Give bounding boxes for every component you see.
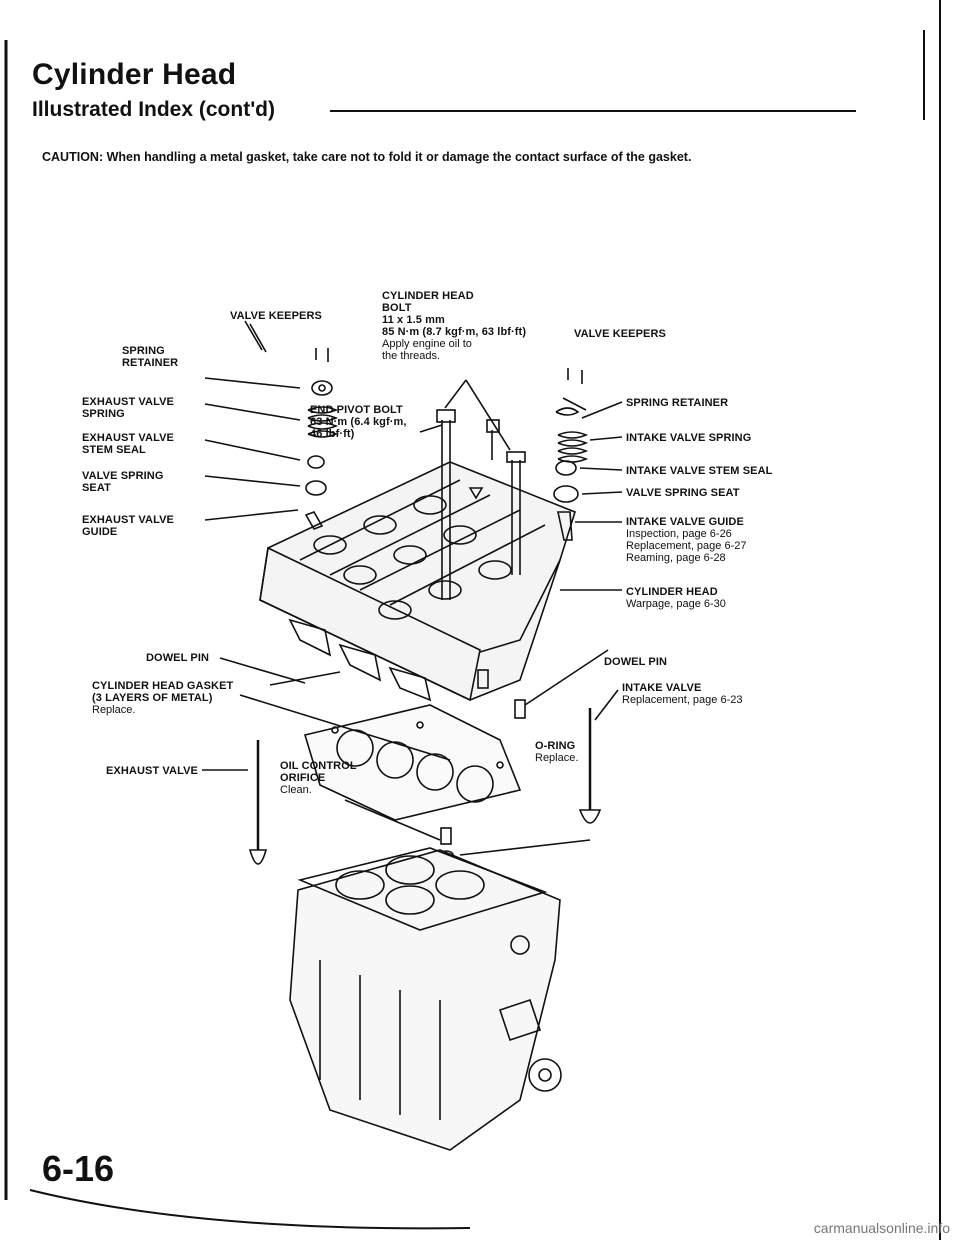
label-cylinder-head: CYLINDER HEAD Warpage, page 6-30	[626, 586, 726, 610]
label-dowel-pin-left: DOWEL PIN	[146, 652, 210, 664]
label-intake-valve-guide: INTAKE VALVE GUIDE Inspection, page 6-26…	[626, 516, 746, 564]
page-title: Cylinder Head	[32, 58, 237, 91]
label-dowel-pin-right: DOWEL PIN	[604, 656, 668, 668]
guide-note: Inspection, page 6-26	[626, 528, 732, 540]
label-line: CYLINDER HEAD	[626, 586, 718, 598]
label-exhaust-valve-spring: EXHAUST VALVE SPRING	[82, 396, 174, 420]
orifice-note: Clean.	[280, 784, 312, 796]
bolt-note-line: the threads.	[382, 350, 441, 362]
label-valve-keepers-right: VALVE KEEPERS	[574, 328, 666, 340]
guide-note: Replacement, page 6-27	[626, 540, 747, 552]
label-line: EXHAUST VALVE	[82, 432, 174, 444]
label-line: 63 N·m (6.4 kgf·m,	[310, 416, 407, 428]
label-exhaust-valve-stem-seal: EXHAUST VALVE STEM SEAL	[82, 432, 174, 456]
o-ring-note: Replace.	[535, 752, 579, 764]
label-spring-retainer-left: SPRING RETAINER	[122, 345, 178, 369]
label-line: GUIDE	[82, 526, 118, 538]
label-oil-control-orifice: OIL CONTROL ORIFICE Clean.	[280, 760, 357, 796]
label-line: INTAKE VALVE GUIDE	[626, 516, 744, 528]
head-note: Warpage, page 6-30	[626, 598, 726, 610]
label-line: END PIVOT BOLT	[310, 404, 403, 416]
label-line: INTAKE VALVE	[622, 682, 702, 694]
label-exhaust-valve: EXHAUST VALVE	[106, 765, 198, 777]
caution-text: CAUTION: When handling a metal gasket, t…	[42, 150, 692, 164]
label-o-ring: O-RING Replace.	[535, 740, 578, 764]
subtitle-rule	[330, 110, 856, 112]
label-intake-valve-spring: INTAKE VALVE SPRING	[626, 432, 752, 444]
label-line: 46 lbf·ft)	[310, 428, 355, 440]
guide-note: Reaming, page 6-28	[626, 552, 726, 564]
label-valve-spring-seat-left: VALVE SPRING SEAT	[82, 470, 163, 494]
label-cylinder-head-bolt: CYLINDER HEAD BOLT 11 x 1.5 mm 85 N·m (8…	[382, 290, 526, 362]
label-line: SPRING	[122, 345, 165, 357]
label-line: BOLT	[382, 302, 412, 314]
label-end-pivot-bolt: END PIVOT BOLT 63 N·m (6.4 kgf·m, 46 lbf…	[310, 404, 407, 440]
label-line: VALVE SPRING	[82, 470, 164, 482]
label-line: EXHAUST VALVE	[82, 396, 174, 408]
label-line: O-RING	[535, 740, 576, 752]
label-line: CYLINDER HEAD GASKET	[92, 680, 234, 692]
label-intake-valve-stem-seal: INTAKE VALVE STEM SEAL	[626, 465, 773, 477]
label-line: ORIFICE	[280, 772, 326, 784]
label-line: SEAT	[82, 482, 111, 494]
label-line: SPRING	[82, 408, 125, 420]
label-spring-retainer-right: SPRING RETAINER	[626, 397, 729, 409]
page-subtitle: Illustrated Index (cont'd)	[32, 98, 276, 121]
label-valve-spring-seat-right: VALVE SPRING SEAT	[626, 487, 740, 499]
label-exhaust-valve-guide: EXHAUST VALVE GUIDE	[82, 514, 174, 538]
gasket-note: Replace.	[92, 704, 136, 716]
label-line: EXHAUST VALVE	[82, 514, 174, 526]
bolt-note-line: Apply engine oil to	[382, 338, 472, 350]
bolt-torque: 85 N·m (8.7 kgf·m, 63 lbf·ft)	[382, 326, 527, 338]
label-line: (3 LAYERS OF METAL)	[92, 692, 213, 704]
label-line: CYLINDER HEAD	[382, 290, 474, 302]
intake-valve-note: Replacement, page 6-23	[622, 694, 743, 706]
label-line: STEM SEAL	[82, 444, 146, 456]
label-intake-valve: INTAKE VALVE Replacement, page 6-23	[622, 682, 742, 706]
page-number: 6-16	[42, 1148, 115, 1189]
label-line: RETAINER	[122, 357, 179, 369]
bolt-size: 11 x 1.5 mm	[382, 314, 445, 326]
watermark-text: carmanualsonline.info	[813, 1220, 950, 1236]
label-cylinder-head-gasket: CYLINDER HEAD GASKET (3 LAYERS OF METAL)…	[92, 680, 233, 716]
label-line: OIL CONTROL	[280, 760, 357, 772]
label-valve-keepers-left: VALVE KEEPERS	[230, 310, 322, 322]
